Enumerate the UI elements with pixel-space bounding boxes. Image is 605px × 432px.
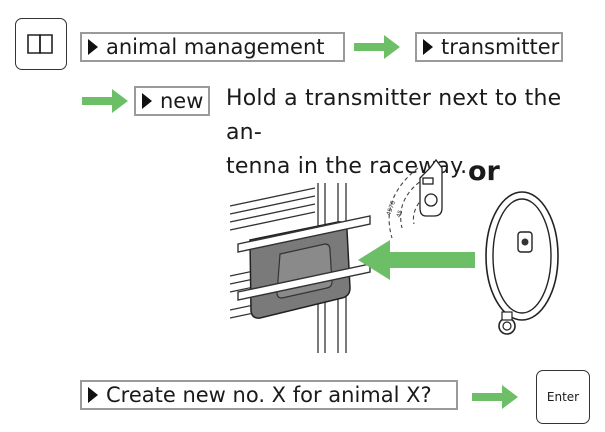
- svg-text:45: 45: [395, 209, 404, 219]
- or-label: or: [468, 156, 500, 187]
- new-menu-button[interactable]: new: [134, 86, 210, 116]
- right-arrow-icon: [472, 385, 518, 409]
- create-new-number-prompt[interactable]: Create new no. X for animal X?: [80, 380, 458, 410]
- raceway-antenna-illustration: 4576 45: [229, 158, 475, 353]
- svg-text:4576: 4576: [385, 200, 397, 217]
- play-triangle-icon: [423, 39, 433, 55]
- new-label: new: [160, 88, 204, 113]
- create-new-prompt-label: Create new no. X for animal X?: [106, 382, 432, 407]
- play-triangle-icon: [88, 39, 98, 55]
- transmitter-label: transmitter: [441, 34, 560, 59]
- transmitter-menu-button[interactable]: transmitter: [415, 32, 563, 62]
- neck-collar-transmitter-icon: [485, 191, 559, 335]
- menu-book-key[interactable]: [15, 18, 67, 70]
- right-arrow-icon: [354, 35, 400, 59]
- play-triangle-icon: [88, 387, 98, 403]
- right-arrow-icon: [82, 89, 128, 113]
- enter-key-label: Enter: [546, 390, 580, 404]
- instruction-line-1: Hold a transmitter next to the an-: [226, 86, 562, 145]
- animal-management-label: animal management: [106, 34, 325, 59]
- enter-key[interactable]: Enter: [536, 370, 590, 424]
- animal-management-menu-button[interactable]: animal management: [80, 32, 345, 62]
- book-menu-icon: [27, 34, 53, 54]
- ear-tag-transmitter-icon: [419, 158, 443, 217]
- play-triangle-icon: [142, 93, 152, 109]
